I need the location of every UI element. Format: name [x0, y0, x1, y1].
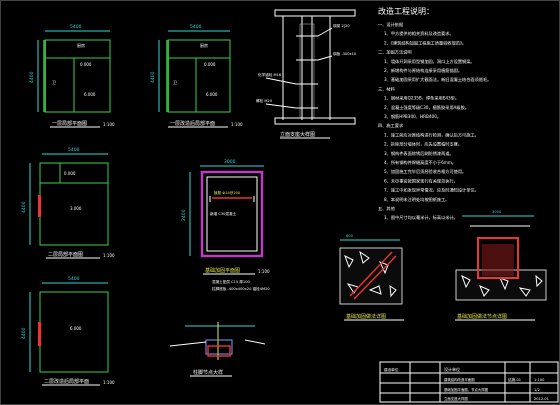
room-label: 6.000 [84, 92, 96, 97]
notes-line: 2、新增构件与原结构连接采用植筋锚固。 [384, 67, 462, 74]
plan-3: 5400 4400 3.000 0.000 二层局部平面图 1:100 [21, 147, 115, 259]
dim-label: 4400 [21, 201, 27, 213]
view-title: 一层局部平面图 [52, 120, 87, 127]
rebar-cage [477, 237, 519, 279]
view-scale: 1:100 [103, 122, 115, 127]
view-title: 基础加固做法详图 [346, 313, 386, 320]
plan-4: 5400 4400 6.000 二层改造后局部平面 1:100 [21, 276, 115, 386]
view-scale: 1:100 [258, 269, 270, 274]
room-label: 0.000 [204, 62, 216, 67]
view-title: 二层局部平面图 [48, 251, 83, 258]
notes-line: 五、其他 [378, 205, 396, 212]
dim-label: 5400 [68, 276, 80, 282]
notes-line: 1、图中尺寸均以毫米计，标高以米计。 [384, 214, 458, 221]
notes-line: 2、混凝土强度等级C30，植筋胶采用A级胶。 [384, 104, 469, 111]
tb-drawing-3: 立面支座大样图 [444, 396, 468, 401]
tb-project: 建设单位 [384, 367, 399, 372]
column-elevation: 钢梁 2[20 钢板 -300x10 化学锚栓 M16 螺栓 M20 立面支座大… [256, 9, 357, 139]
slab [274, 9, 356, 17]
tb-page: 1/2 [534, 388, 540, 392]
callout: 化学锚栓 M16 [258, 72, 282, 77]
room-label: 3.000 [70, 206, 82, 211]
tb-scale: 1:100 [534, 378, 545, 382]
notes-line: 8、本说明未注明处均按图纸施工。 [384, 196, 449, 203]
notes-line: 5、加固施工完毕后须经验收合格方可使用。 [384, 168, 466, 175]
notes-line: 三、材料 [378, 85, 396, 92]
tb-sheet-no: 结施-01 [508, 377, 521, 382]
notes-line: 1、施工前应对原结构进行检测，确认后方可施工。 [384, 131, 479, 138]
notes-line: 一、设计依据 [378, 21, 403, 28]
notes-title: 改造工程说明： [378, 6, 434, 16]
dim-label: 2400 [181, 209, 187, 221]
callout: 混凝土垫层 C15 厚100 [212, 279, 251, 284]
notes-lines: 一、设计依据 1、甲方提供的相关资料及改造要求。 2、《建筑结构加固工程施工质量验收… [378, 21, 491, 221]
tb-design-unit: 设计单位 [444, 366, 460, 372]
notes-line: 4、所有钢构件焊缝高度不小于6mm。 [384, 159, 456, 166]
title-block-frame [379, 361, 559, 403]
room-label: 0.000 [80, 62, 92, 67]
callout: 柱脚底板 -400x400x20 锚栓4M20 [212, 286, 270, 291]
notes-line: 6、未尽事宜按国家现行有关规范执行。 [384, 177, 458, 184]
dim-label: 3000 [492, 210, 502, 214]
detail-b: 3000 基础加固做法节点详图 [455, 210, 547, 321]
notes-line: 1、墙体开洞采用型钢加固，洞口上方设置钢梁。 [384, 58, 475, 65]
dim-label: 5400 [190, 24, 202, 30]
plan-2: 5400 4400 厨房 0.000 6.000 卫 一层改造后局部平面 1:1… [150, 24, 243, 128]
tb-drawing: 建筑结构改造平面图 [444, 377, 475, 382]
view-title: 一层改造后局部平面 [170, 120, 215, 127]
dim-label: 4400 [150, 71, 156, 83]
callout: 植筋 Φ14@200 [214, 190, 241, 195]
foundation-outline [200, 170, 264, 258]
dim-label: 5400 [68, 147, 80, 153]
tb-drawing-2: 基础加固平面图、节点大样图 [444, 387, 489, 392]
view-scale: 1:100 [103, 380, 115, 385]
dim-label: 4400 [29, 71, 35, 83]
design-notes: 改造工程说明： 一、设计依据 1、甲方提供的相关资料及改造要求。 2、《建筑结构加固… [378, 6, 491, 221]
room-label: 厨房 [200, 42, 208, 48]
view-title: 基础加固做法节点详图 [457, 313, 507, 320]
notes-line: 3、基础加固采用扩大截面法，新旧混凝土结合面须凿毛。 [384, 76, 491, 83]
callout: 新增 C30混凝土 [210, 211, 237, 216]
room-label: 6.000 [70, 326, 82, 331]
callout: 钢板 -300x10 [333, 51, 357, 56]
notes-line: 2、《建筑结构加固工程施工质量验收规范》。 [384, 39, 466, 46]
room-label: 0.000 [64, 171, 76, 176]
view-title: 立面支座大样图 [280, 131, 315, 138]
small-detail: 柱脚节点大样 [169, 322, 266, 377]
plan-1: 5400 4400 厨房 0.000 6.000 卫 一层局部平面图 1:100 [29, 24, 115, 128]
view-scale: 1:100 [103, 253, 115, 258]
foundation-plan: 3000 2400 植筋 Φ14@200 新增 C30混凝土 基础加固平面图 1… [181, 159, 270, 291]
dim-label: 5400 [70, 24, 82, 30]
room-label: 卫 [173, 80, 177, 85]
room-label: 厨房 [77, 42, 85, 48]
notes-line: 四、施工要求 [378, 122, 404, 129]
callout: 钢梁 2[20 [333, 23, 350, 28]
detail-a: 600 基础加固做法详图 [339, 234, 404, 321]
notes-line: 二、加固方法说明 [378, 49, 412, 56]
notes-line: 1、甲方提供的相关资料及改造要求。 [384, 30, 454, 37]
view-title: 二层改造后局部平面 [44, 378, 89, 385]
notes-line: 2、拆除部分墙体时，应先设置临时支撑。 [384, 141, 462, 148]
notes-line: 3、钢构件表面除锈后刷防锈漆两道。 [384, 150, 454, 157]
detail-block [339, 247, 403, 305]
callout: 螺栓 M20 [256, 98, 273, 103]
dim-label: 3000 [224, 159, 236, 165]
title-block: 设计单位 建筑结构改造平面图 基础加固平面图、节点大样图 立面支座大样图 结施-… [379, 361, 559, 403]
room-label: 卫 [52, 80, 56, 85]
notes-line: 7、施工中如发现异常情况，应及时通知设计单位。 [384, 187, 479, 194]
notes-line: 3、钢筋HPB300、HRB400。 [384, 113, 441, 120]
view-title: 基础加固平面图 [205, 267, 240, 274]
notes-line: 1、钢材采用Q235B，焊条采用E43型。 [384, 95, 459, 102]
view-title: 柱脚节点大样 [193, 369, 223, 376]
tb-date: 2012.01 [534, 397, 549, 401]
dim-label: 600 [346, 234, 354, 238]
view-scale: 1:100 [231, 122, 243, 127]
dim-label: 4400 [21, 327, 27, 339]
room-label: 6.000 [206, 92, 218, 97]
